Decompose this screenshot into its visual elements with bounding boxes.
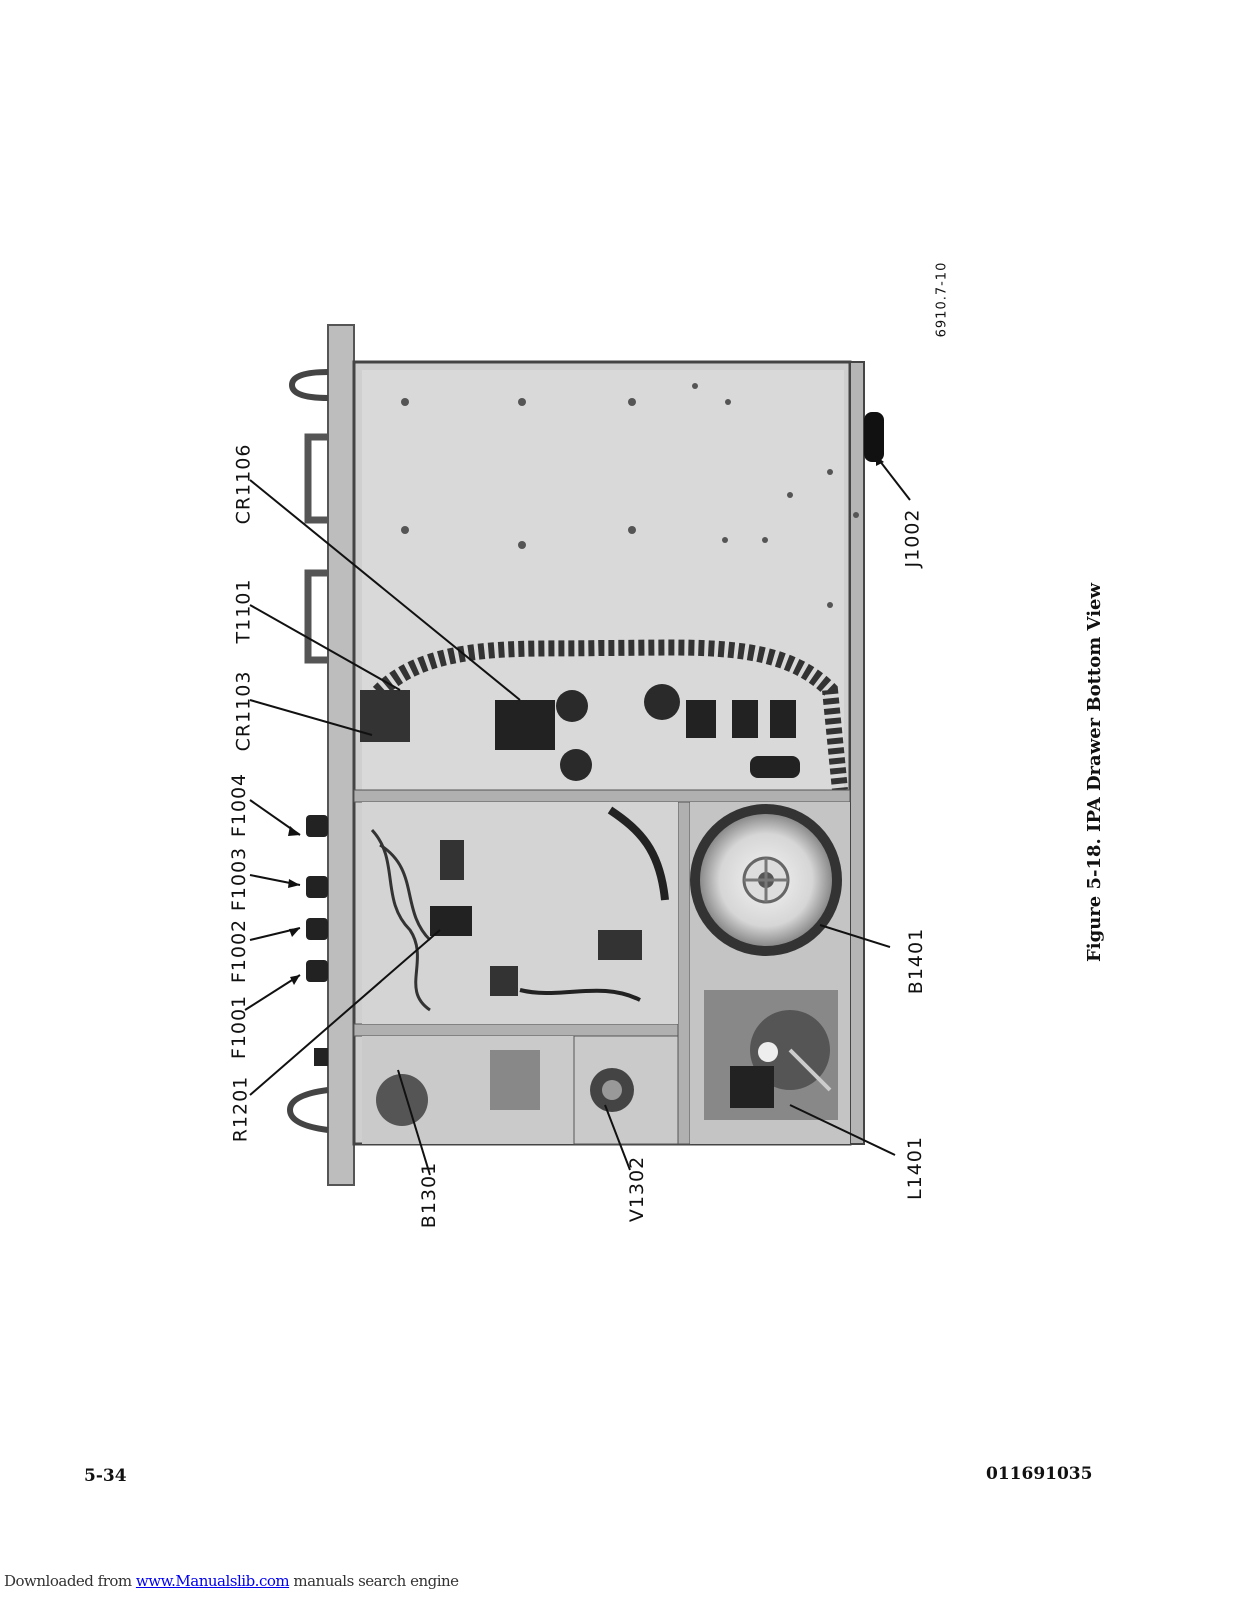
callout-b1301: B1301 [418,1161,441,1229]
leader-j1002 [875,455,911,501]
leader-f1001 [244,974,301,1011]
cable-harness [365,639,848,791]
callout-b1401: B1401 [905,927,928,995]
divider-vertical [677,801,691,1145]
leader-v1302 [604,1104,631,1171]
download-banner-prefix: Downloaded from [4,1572,136,1590]
fuse-holder-3 [306,918,328,940]
fuse-holder-1 [306,815,328,837]
leader-cr1106 [249,479,521,701]
callout-j1002: J1002 [901,508,924,568]
page-number: 5-34 [84,1466,127,1486]
handle-bottom [286,1087,329,1133]
handle-mid-1 [304,433,328,524]
callout-f1004: F1004 [228,772,251,838]
connector-j1002 [864,412,884,462]
callout-f1001: F1001 [228,994,251,1060]
leader-l1401 [789,1104,896,1156]
callout-cr1103: CR1103 [232,670,255,752]
download-banner: Downloaded from www.Manualslib.com manua… [4,1572,459,1590]
handle-top [288,369,329,401]
callout-cr1106: CR1106 [232,443,255,525]
leader-r1201 [249,929,441,1096]
download-banner-suffix: manuals search engine [289,1572,459,1590]
knob [314,1048,328,1066]
callout-l1401: L1401 [903,1136,926,1200]
callout-f1002: F1002 [228,918,251,984]
leader-t1101 [249,604,401,691]
callout-t1101: T1101 [232,578,255,644]
rear-strip [849,361,865,1145]
rectifier-cr1106 [495,700,555,750]
fuse-holder-2 [306,876,328,898]
manualslib-link[interactable]: www.Manualslib.com [135,1572,290,1590]
leader-cr1103 [249,699,373,736]
callout-r1201: R1201 [229,1075,252,1143]
callout-f1003: F1003 [228,846,251,912]
leader-b1401 [819,924,891,948]
figure-caption: Figure 5-18. IPA Drawer Bottom View [1084,582,1106,963]
document-number: 011691035 [986,1464,1093,1484]
divider-horizontal [353,789,851,803]
resistor-r1201 [430,906,472,936]
leader-b1301 [397,1069,431,1176]
front-panel [327,324,355,1186]
handle-mid-2 [304,569,328,664]
figure-reference-number: 6910.7-10 [934,261,950,338]
callout-v1302: V1302 [626,1155,649,1223]
divider-lower [353,1023,679,1037]
upper-plate [362,370,844,790]
fuse-holder-4 [306,960,328,982]
